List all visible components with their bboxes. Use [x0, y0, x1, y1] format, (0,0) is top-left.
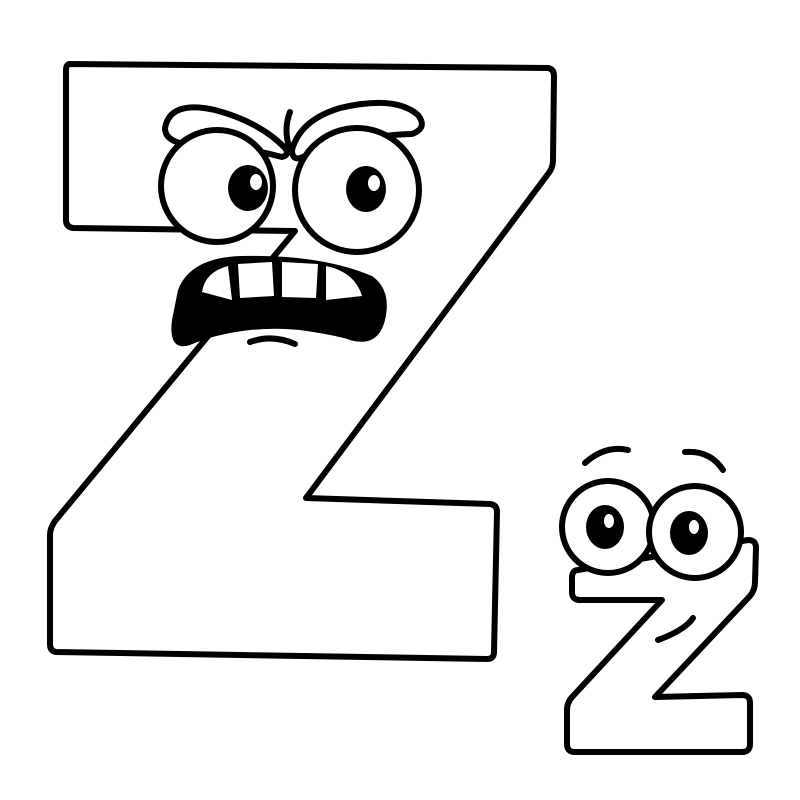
uppercase-z-character	[47, 61, 557, 662]
lowercase-eyebrows	[582, 445, 726, 473]
lowercase-smile	[655, 615, 696, 643]
lowercase-left-eye	[559, 478, 657, 576]
angry-mouth	[171, 255, 387, 356]
left-eye	[158, 127, 276, 245]
lowercase-z-body	[564, 537, 759, 755]
lowercase-z-character	[559, 445, 759, 755]
lowercase-right-eye	[646, 483, 744, 581]
right-eye	[292, 125, 422, 255]
